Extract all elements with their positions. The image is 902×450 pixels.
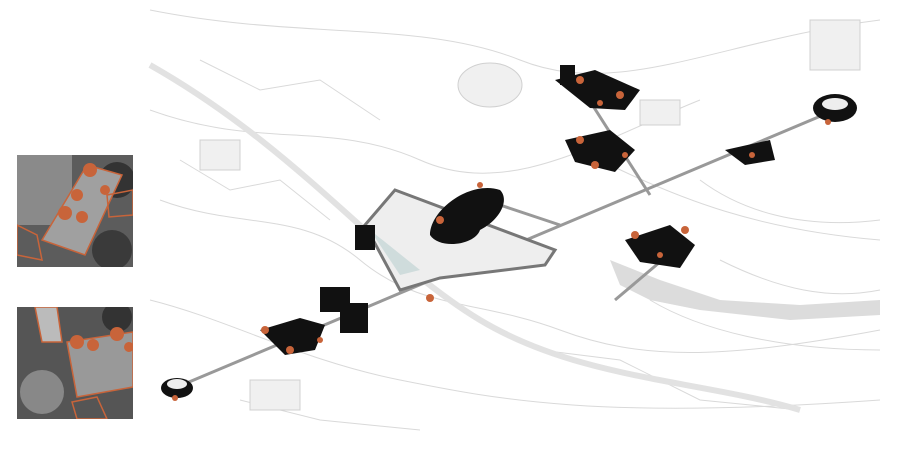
aerial-photo-site-1-graphic [17,155,133,267]
platforms [260,65,775,355]
river [610,260,880,320]
glass-plane [370,230,420,275]
tree-markers [172,76,831,401]
axonometric-site-plan [148,9,881,431]
tree-markers [58,163,110,223]
buildings [199,19,861,411]
aerial-photo-site-2 [17,307,133,419]
observation-rings [161,94,857,398]
aerial-photo-site-2-graphic [17,307,133,419]
road [148,62,801,413]
tree-markers [70,327,133,352]
aerial-photo-site-1 [17,155,133,267]
